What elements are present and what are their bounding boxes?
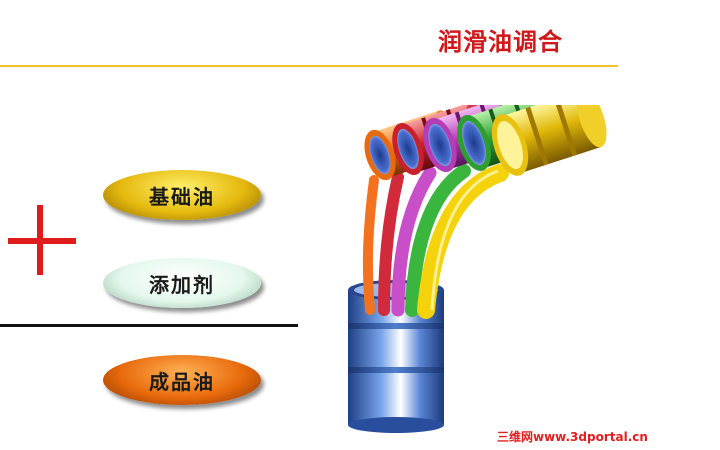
base-oil-label: 基础油 <box>149 184 215 209</box>
additive-ellipse: 添加剂 <box>103 258 261 308</box>
sum-divider-line <box>0 324 298 327</box>
purple-stream <box>391 166 437 317</box>
oil-blending-illustration <box>348 105 607 433</box>
watermark-text: 三维网www.3dportal.cn <box>497 430 648 444</box>
base-oil-ellipse: 基础油 <box>103 170 261 220</box>
finished-oil-label: 成品油 <box>149 369 215 394</box>
supply-drums <box>364 105 607 181</box>
additive-label: 添加剂 <box>149 272 215 297</box>
finished-oil-ellipse: 成品油 <box>103 355 261 405</box>
title-underline <box>0 65 618 67</box>
page-title: 润滑油调合 <box>438 27 563 56</box>
oil-streams <box>362 164 509 319</box>
red-stream <box>378 171 404 316</box>
orange-stream <box>362 175 379 315</box>
yellow-drum <box>491 105 607 176</box>
green-stream <box>405 164 471 317</box>
plus-horizontal-bar <box>8 238 76 244</box>
